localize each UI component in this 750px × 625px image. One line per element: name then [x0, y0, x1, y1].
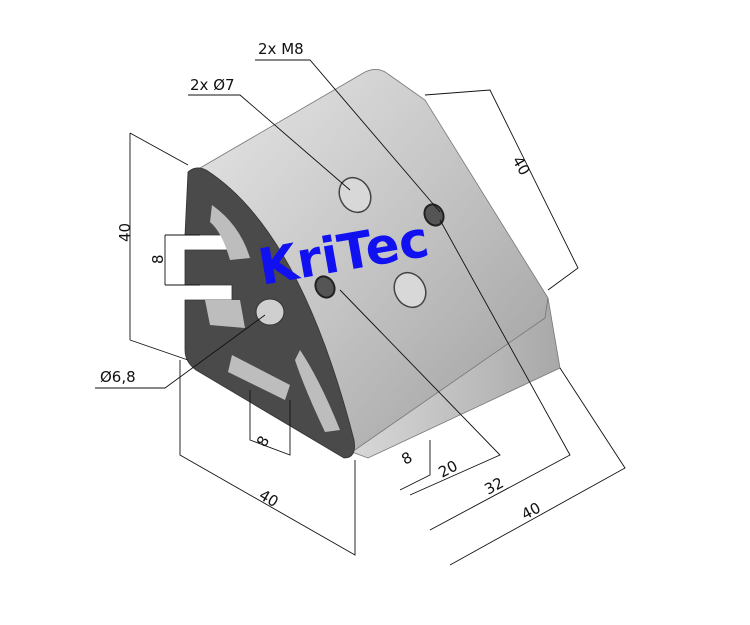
front-slot: [205, 300, 245, 328]
dim-offset-8: 8: [398, 448, 415, 468]
hole-7: [338, 176, 372, 214]
threads-callout: 2x M8: [258, 40, 304, 58]
hole-7: [393, 271, 427, 309]
dim-offset-20: 20: [435, 457, 460, 482]
dimension-lines: [95, 59, 626, 566]
dim-bottom-width: 40: [256, 486, 282, 511]
dim-face-length: 40: [509, 153, 534, 179]
dim-offset-40: 40: [518, 499, 543, 524]
dim-offset-32: 32: [481, 474, 506, 499]
dim-front-slot: 8: [149, 254, 167, 264]
side-face: [351, 297, 561, 459]
side-hole-callout: Ø6,8: [100, 368, 136, 386]
center-bore: [255, 298, 285, 326]
front-slot: [228, 355, 290, 400]
front-slot: [295, 350, 340, 432]
holes-callout: 2x Ø7: [190, 76, 235, 94]
dim-front-height: 40: [116, 223, 134, 242]
front-slot: [210, 205, 250, 260]
thread-m8: [423, 203, 445, 227]
thread-m8: [314, 275, 336, 299]
